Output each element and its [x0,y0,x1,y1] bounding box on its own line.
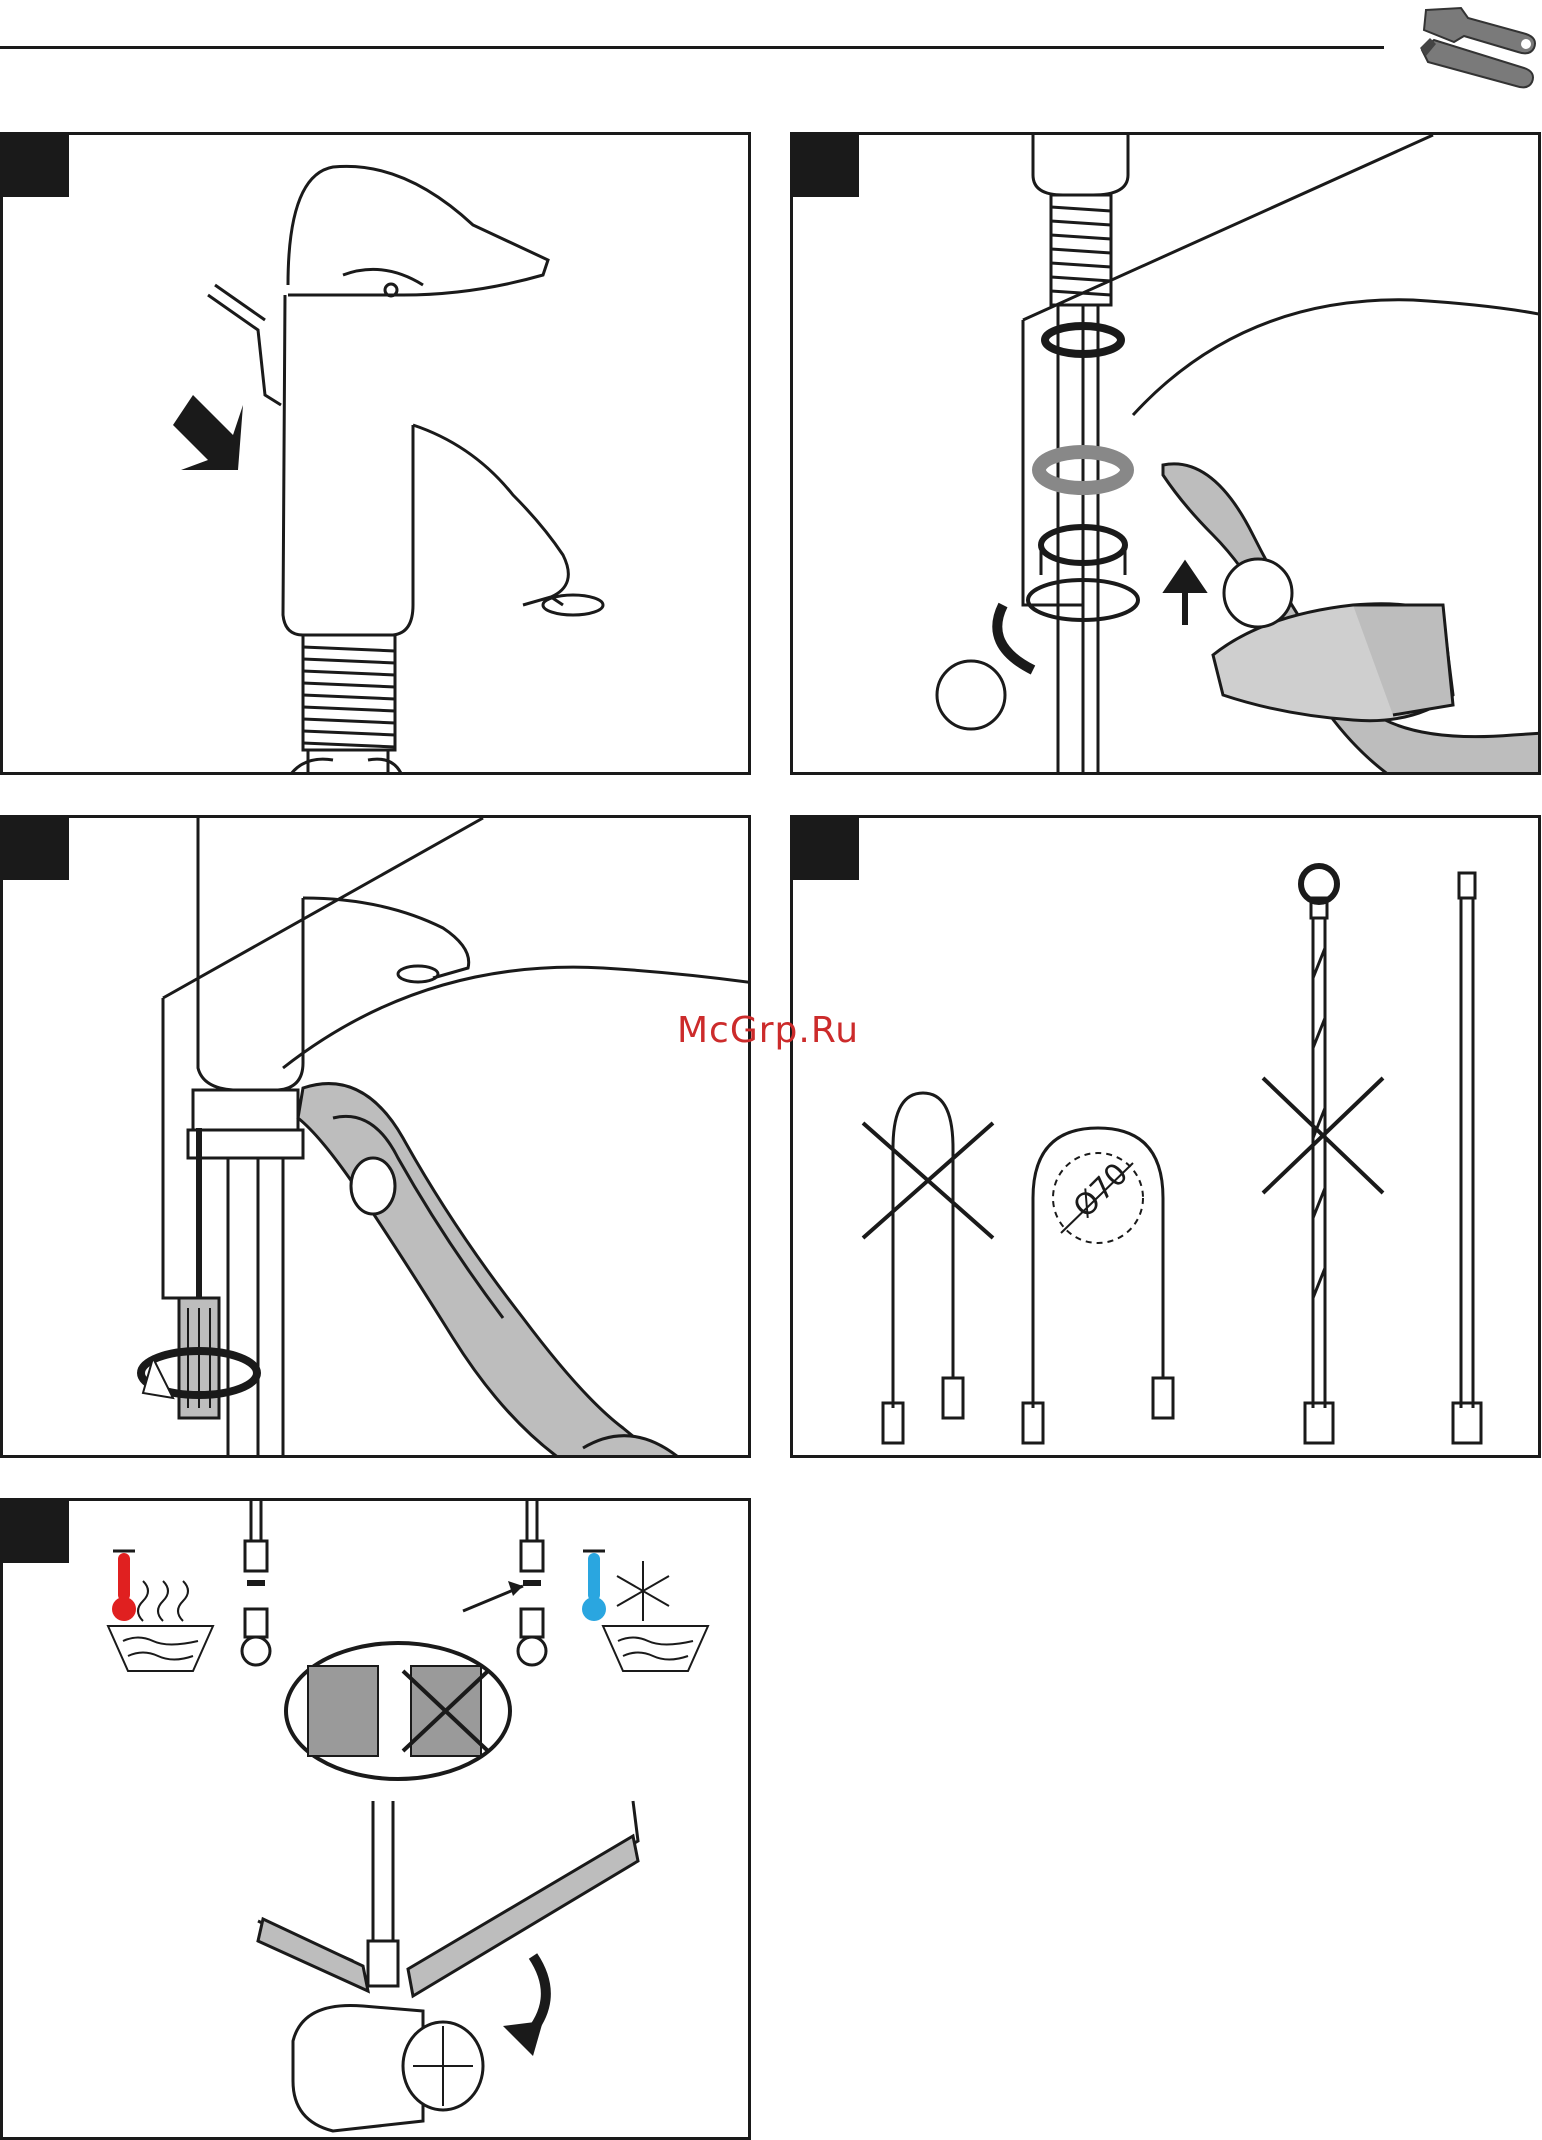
supply-connection-illustration [3,1501,751,2140]
step-panel-4: Ø70 [790,815,1541,1458]
diameter-label: Ø70 [1067,1156,1135,1224]
screwdriver-illustration [3,818,751,1458]
fixing-set-illustration [793,135,1541,775]
step-panel-2 [790,132,1541,775]
hot-water-icon [108,1551,213,1671]
step-panel-5 [0,1498,751,2140]
faucet-handle-illustration [3,135,751,775]
hose-bending-illustration: Ø70 [793,818,1541,1458]
watermark: McGrp.Ru [677,1010,859,1051]
step-panel-1 [0,132,751,775]
cold-water-icon [582,1551,708,1671]
header-rule [0,46,1384,49]
step-panel-3 [0,815,751,1458]
tools-icon [1406,0,1542,96]
